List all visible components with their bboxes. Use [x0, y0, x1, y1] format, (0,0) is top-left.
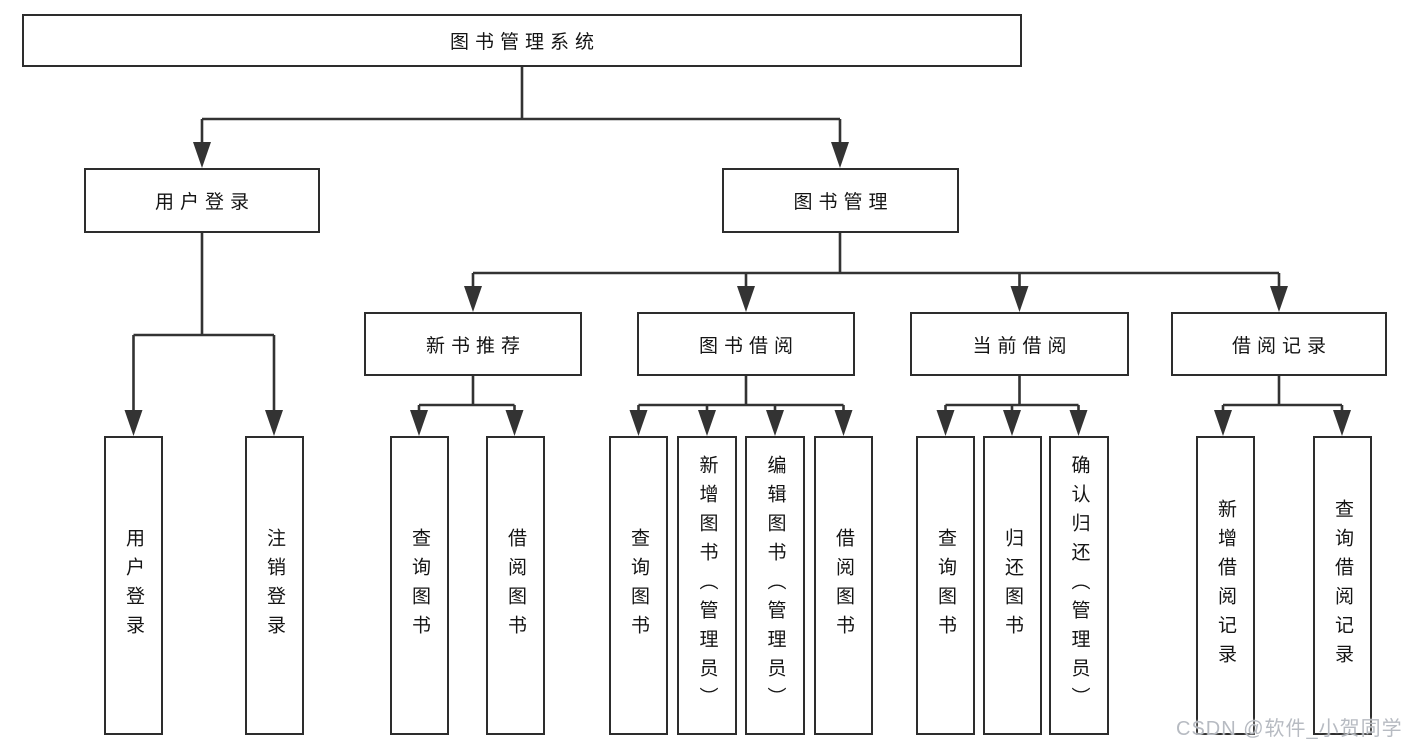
- node-leaf-return-book: 归还图书: [983, 436, 1042, 735]
- node-book-borrow: 图书借阅: [637, 312, 855, 376]
- connector-book-mgmt-to-level3: [464, 233, 1288, 312]
- node-new-book-recommend: 新书推荐: [364, 312, 582, 376]
- node-book-management: 图书管理: [722, 168, 959, 233]
- node-leaf-add-borrow-record: 新增借阅记录: [1196, 436, 1255, 735]
- node-leaf-add-book-admin: 新增图书（管理员）: [677, 436, 737, 735]
- connector-current-borrow-children: [936, 376, 1088, 436]
- connector-book-borrow-children: [629, 376, 853, 436]
- node-leaf-query-book-3: 查询图书: [916, 436, 975, 735]
- connector-root-to-level2: [193, 67, 849, 168]
- node-borrow-record: 借阅记录: [1171, 312, 1387, 376]
- node-root-library-system: 图书管理系统: [22, 14, 1022, 67]
- node-leaf-borrow-book-2: 借阅图书: [814, 436, 873, 735]
- node-leaf-query-borrow-record: 查询借阅记录: [1313, 436, 1372, 735]
- node-leaf-user-login: 用户登录: [104, 436, 163, 735]
- node-current-borrow: 当前借阅: [910, 312, 1129, 376]
- node-leaf-query-book-1: 查询图书: [390, 436, 449, 735]
- node-leaf-confirm-return-admin: 确认归还（管理员）: [1049, 436, 1109, 735]
- node-user-login: 用户登录: [84, 168, 320, 233]
- node-leaf-logout: 注销登录: [245, 436, 304, 735]
- connector-user-login-children: [124, 233, 283, 436]
- connector-new-book-children: [410, 376, 524, 436]
- csdn-watermark: CSDN @软件_小贺同学: [1176, 718, 1403, 740]
- node-leaf-edit-book-admin: 编辑图书（管理员）: [745, 436, 805, 735]
- connector-borrow-record-children: [1214, 376, 1351, 436]
- node-leaf-borrow-book-1: 借阅图书: [486, 436, 545, 735]
- node-leaf-query-book-2: 查询图书: [609, 436, 668, 735]
